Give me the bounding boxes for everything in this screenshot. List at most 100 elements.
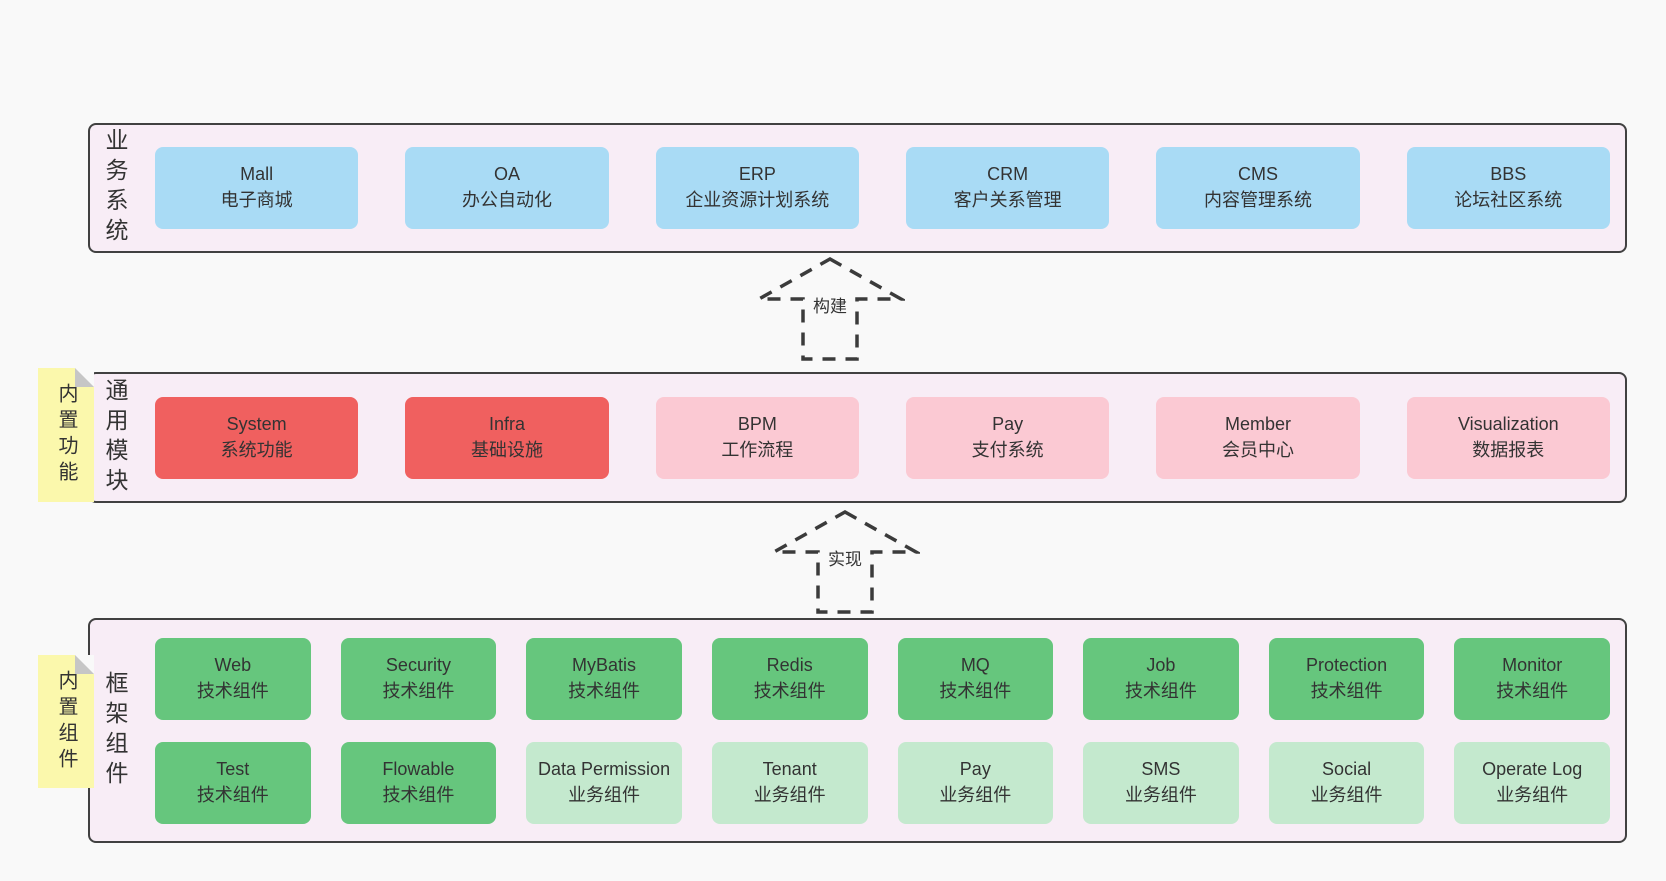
sticky-note-builtin-components: 内置组件 (38, 655, 94, 788)
box-title: OA (493, 164, 520, 185)
box-visualization: Visualization 数据报表 (1406, 396, 1610, 479)
box-title: Test (216, 758, 250, 779)
box-title: Operate Log (1482, 758, 1583, 779)
box-title: Job (1146, 654, 1176, 675)
box-subtitle: 基础设施 (470, 439, 543, 460)
box-title: Web (214, 654, 252, 675)
box-subtitle: 系统功能 (220, 439, 293, 460)
box-subtitle: 工作流程 (721, 439, 794, 460)
box-subtitle: 支付系统 (971, 439, 1044, 460)
box-mq: MQ 技术组件 (897, 637, 1054, 720)
box-subtitle: 业务组件 (939, 784, 1012, 805)
box-mybatis: MyBatis 技术组件 (526, 637, 682, 720)
box-pay: Pay 业务组件 (897, 741, 1054, 824)
box-subtitle: 技术组件 (196, 680, 269, 701)
box-social: Social 业务组件 (1268, 741, 1425, 824)
box-subtitle: 技术组件 (753, 680, 826, 701)
box-title: Data Permission (538, 758, 671, 779)
box-title: Security (385, 654, 451, 675)
box-subtitle: 业务组件 (1124, 784, 1197, 805)
box-subtitle: 技术组件 (382, 784, 455, 805)
box-pay: Pay 支付系统 (905, 396, 1110, 479)
box-subtitle: 论坛社区系统 (1454, 190, 1563, 210)
box-cms: CMS 内容管理系统 (1156, 147, 1360, 229)
box-title: CMS (1237, 164, 1278, 185)
box-protection: Protection 技术组件 (1268, 637, 1425, 720)
box-sms: SMS 业务组件 (1083, 741, 1239, 824)
box-title: Redis (766, 654, 813, 675)
business-box-row: Mall 电子商城 OA 办公自动化 ERP 企业资源计划系统 CRM 客户关系管理 CMS 内容… (155, 147, 1610, 229)
box-subtitle: 技术组件 (568, 680, 641, 701)
box-operate-log: Operate Log 业务组件 (1454, 741, 1610, 824)
box-flowable: Flowable 技术组件 (340, 741, 497, 824)
box-mall: Mall 电子商城 (155, 147, 359, 229)
box-subtitle: 技术组件 (1124, 680, 1197, 701)
box-title: MQ (960, 654, 990, 675)
box-title: BBS (1490, 164, 1527, 185)
box-title: MyBatis (572, 654, 637, 675)
box-subtitle: 技术组件 (1496, 680, 1569, 701)
implement-arrow-label: 实现 (825, 544, 865, 571)
box-redis: Redis 技术组件 (711, 637, 868, 720)
build-arrow: 构建 (755, 256, 905, 362)
box-title: BPM (737, 413, 777, 434)
box-web: Web 技术组件 (155, 637, 311, 720)
box-monitor: Monitor 技术组件 (1454, 637, 1610, 720)
sticky-note-text: 内置功能 (55, 383, 77, 487)
box-bbs: BBS 论坛社区系统 (1406, 147, 1610, 229)
layer-label-components: 框架组件 (102, 670, 128, 791)
box-subtitle: 业务组件 (1496, 784, 1569, 805)
box-infra: Infra 基础设施 (405, 396, 609, 479)
box-title: Pay (992, 413, 1024, 434)
box-subtitle: 业务组件 (568, 784, 641, 805)
box-subtitle: 技术组件 (939, 680, 1012, 701)
box-security: Security 技术组件 (340, 637, 497, 720)
box-title: ERP (738, 164, 776, 185)
box-crm: CRM 客户关系管理 (905, 147, 1110, 229)
layer-label-business: 业务系统 (102, 128, 128, 248)
box-title: Infra (488, 413, 525, 434)
box-title: Visualization (1457, 413, 1559, 434)
implement-arrow: 实现 (770, 509, 920, 615)
box-subtitle: 内容管理系统 (1203, 190, 1312, 210)
box-bpm: BPM 工作流程 (655, 396, 859, 479)
box-subtitle: 电子商城 (220, 190, 293, 210)
box-subtitle: 会员中心 (1221, 439, 1294, 460)
box-subtitle: 客户关系管理 (953, 190, 1062, 210)
box-erp: ERP 企业资源计划系统 (655, 147, 859, 229)
box-title: Flowable (382, 758, 455, 779)
box-title: Social (1322, 758, 1372, 779)
box-subtitle: 技术组件 (382, 680, 455, 701)
box-data-permission: Data Permission 业务组件 (526, 741, 682, 824)
box-subtitle: 业务组件 (1310, 784, 1383, 805)
layer-business-systems: 业务系统 Mall 电子商城 OA 办公自动化 ERP 企业资源计划系统 CRM 客户关系管理… (88, 123, 1627, 253)
box-subtitle: 办公自动化 (461, 190, 552, 210)
layer-label-modules: 通用模块 (102, 377, 128, 498)
box-subtitle: 企业资源计划系统 (685, 190, 830, 210)
box-title: Protection (1306, 654, 1388, 675)
box-title: Mall (240, 164, 274, 185)
box-oa: OA 办公自动化 (405, 147, 609, 229)
box-title: CRM (987, 164, 1029, 185)
sticky-note-text: 内置组件 (55, 669, 77, 774)
box-title: SMS (1141, 758, 1181, 779)
box-title: Pay (959, 758, 991, 779)
box-subtitle: 数据报表 (1472, 439, 1545, 460)
box-job: Job 技术组件 (1083, 637, 1239, 720)
box-title: Monitor (1502, 654, 1563, 675)
box-subtitle: 技术组件 (1310, 680, 1383, 701)
sticky-note-builtin-features: 内置功能 (38, 368, 94, 502)
box-subtitle: 业务组件 (753, 784, 826, 805)
build-arrow-label: 构建 (810, 291, 850, 318)
